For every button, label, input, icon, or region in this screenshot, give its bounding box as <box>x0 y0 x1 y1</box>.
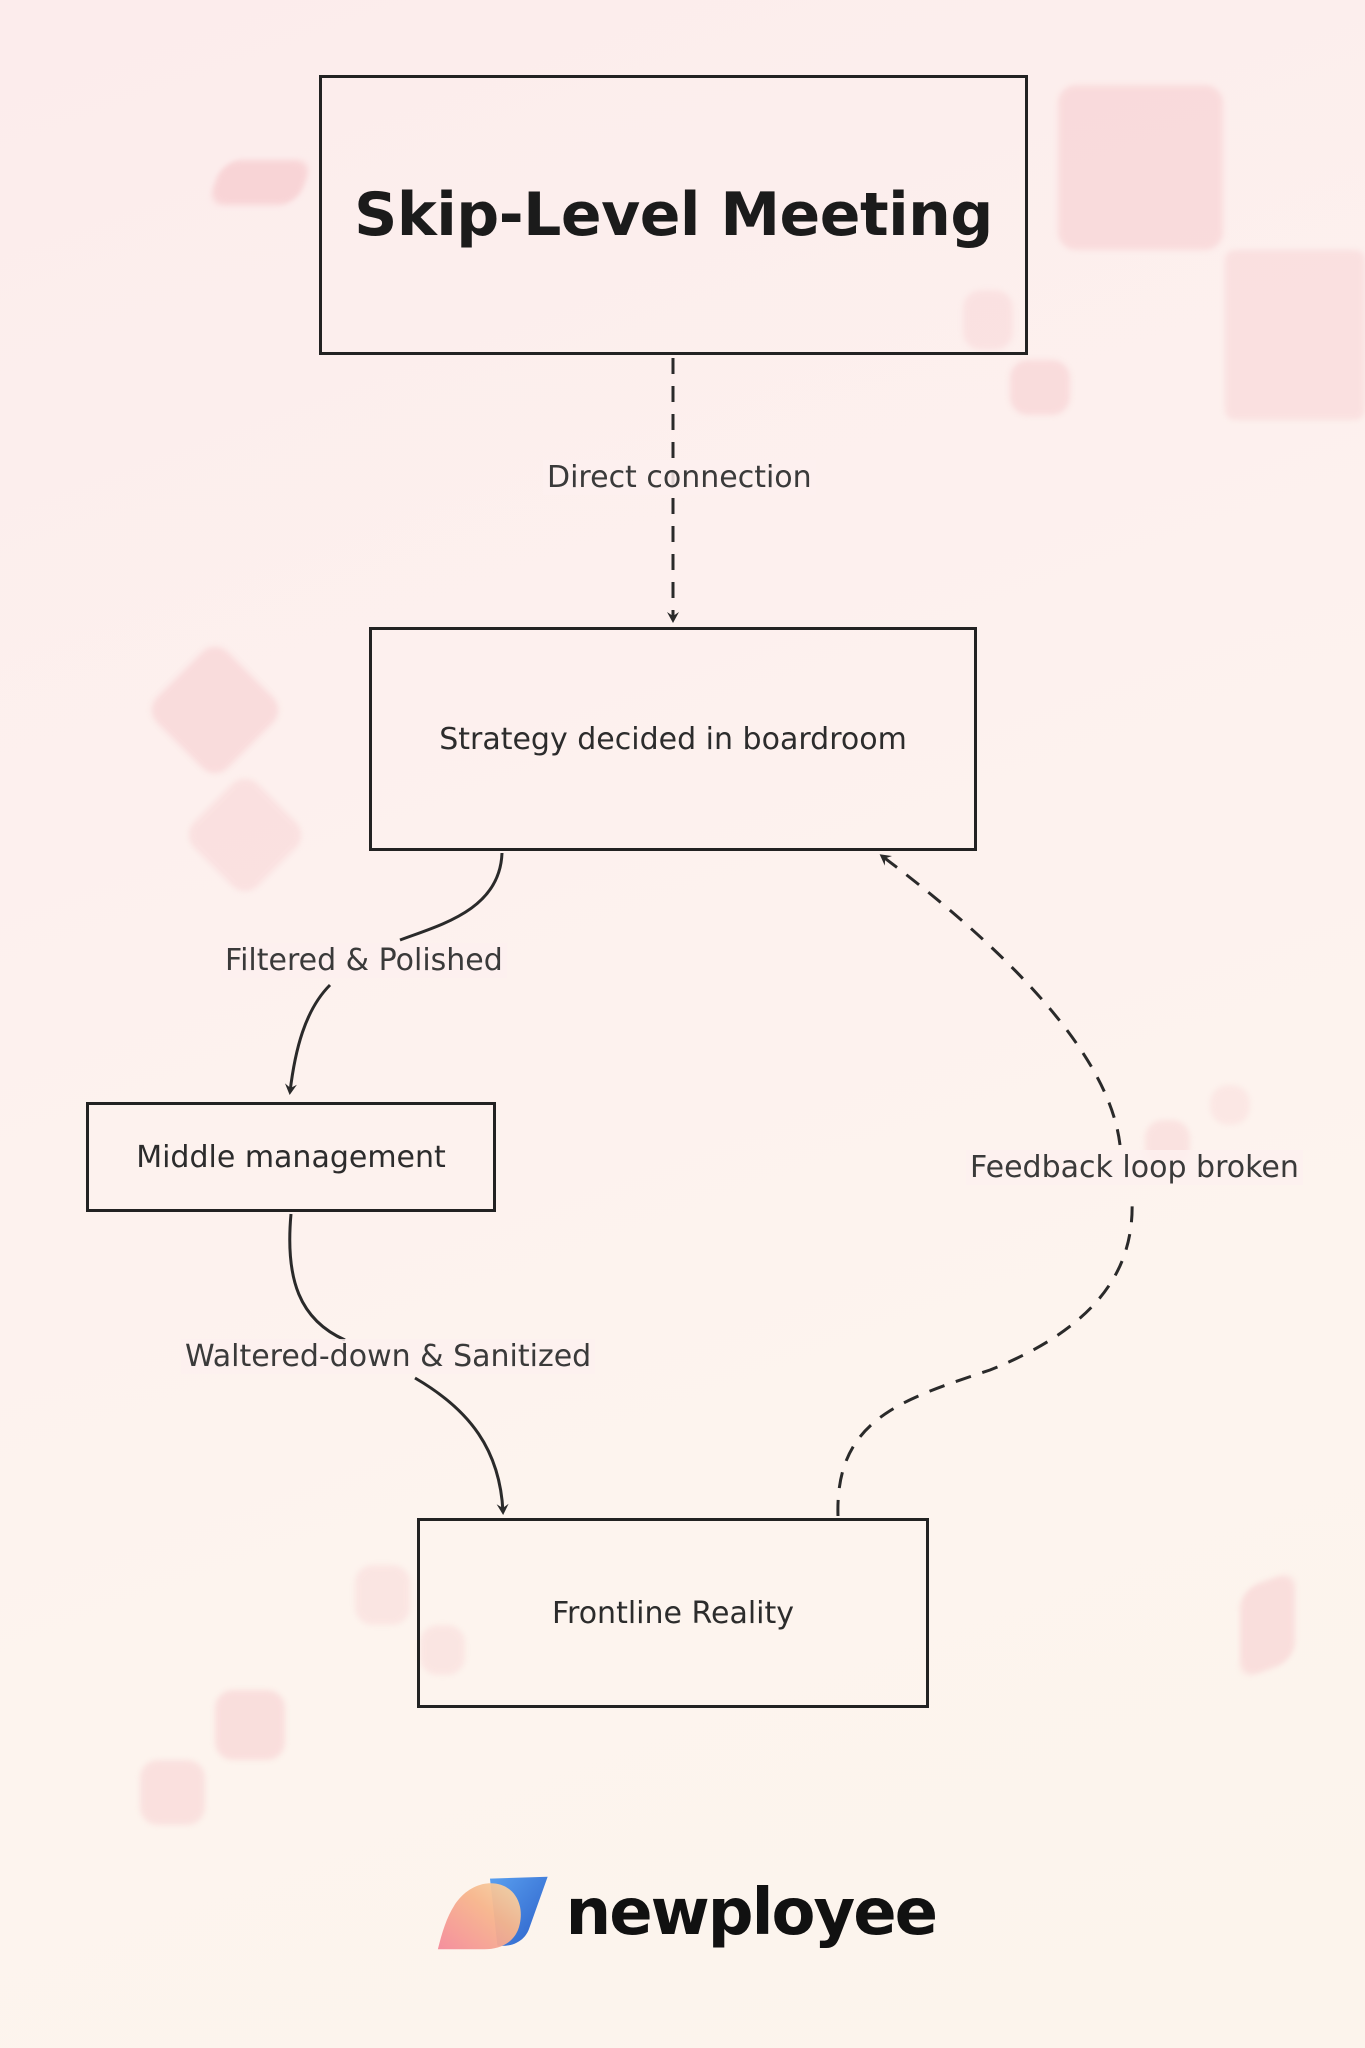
decorative-tile <box>1058 85 1223 250</box>
decorative-tile <box>963 290 1013 350</box>
brand-name: newployee <box>565 1876 938 1950</box>
node-frontline-label: Frontline Reality <box>551 1595 795 1631</box>
edge-watered-sanitized <box>288 1213 503 1512</box>
edge-label-watered: Waltered-down & Sanitized <box>181 1339 596 1374</box>
edge-label-direct: Direct connection <box>543 460 816 495</box>
node-middle-management: Middle management <box>86 1102 496 1212</box>
decorative-tile <box>1225 250 1365 420</box>
title-box: Skip-Level Meeting <box>319 75 1028 355</box>
decorative-tile <box>420 1625 465 1675</box>
edge-label-feedback: Feedback loop broken <box>966 1150 1303 1185</box>
brand-logo: newployee <box>436 1868 938 1958</box>
node-middle-management-label: Middle management <box>136 1139 446 1175</box>
edge-label-filtered: Filtered & Polished <box>221 943 507 978</box>
edge-filtered-polished <box>290 852 504 1092</box>
node-frontline: Frontline Reality <box>417 1518 929 1708</box>
node-strategy: Strategy decided in boardroom <box>369 627 977 851</box>
decorative-tile <box>140 1760 205 1825</box>
decorative-tile <box>1010 360 1070 415</box>
diagram-title: Skip-Level Meeting <box>354 180 993 250</box>
decorative-tile <box>1210 1085 1250 1125</box>
node-strategy-label: Strategy decided in boardroom <box>439 721 907 757</box>
edge-feedback-loop <box>836 856 1134 1517</box>
decorative-tile <box>355 1565 410 1625</box>
newployee-logo-icon <box>437 1876 548 1950</box>
decorative-tile <box>215 1690 285 1760</box>
